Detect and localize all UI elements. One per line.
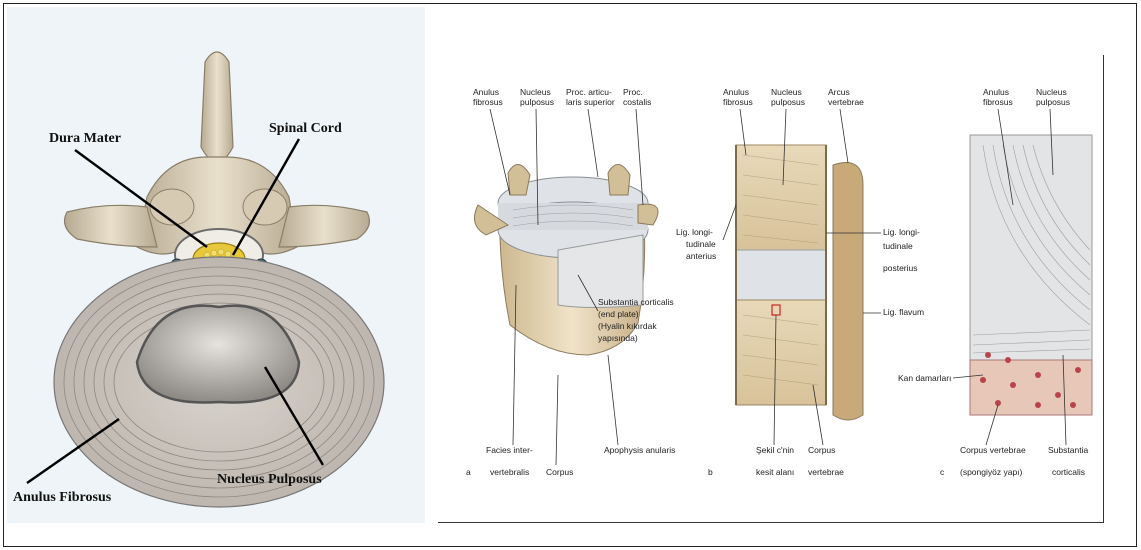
b-label-nucleus-2: pulposus	[771, 97, 805, 107]
a-label-facies-2: vertebralis	[490, 467, 529, 477]
b-label-lig-ant-3: anterius	[686, 251, 716, 261]
b-label-lig-flavum: Lig. flavum	[883, 307, 924, 317]
a-label-nucleus-2: pulposus	[520, 97, 554, 107]
right-articular-process	[243, 189, 287, 225]
a-label-substantia-4: yapısında)	[598, 333, 638, 343]
a-label-facies-1: Facies inter-	[486, 445, 533, 455]
spinous-process	[201, 52, 233, 162]
a-label-anulus-1: Anulus	[473, 87, 499, 97]
c-label-anulus-1: Anulus	[983, 87, 1009, 97]
panel-c-letter: c	[940, 467, 945, 477]
vertebra-transverse-svg: Dura Mater Spinal Cord Nucleus Pulposus …	[7, 7, 425, 523]
c-label-corpus-1: Corpus vertebrae	[960, 445, 1026, 455]
b-label-lig-post-1: Lig. longi-	[883, 227, 920, 237]
right-transverse-process	[279, 205, 369, 247]
left-transverse-process	[65, 205, 157, 247]
c-label-nucleus-1: Nucleus	[1036, 87, 1067, 97]
a-label-corpus: Corpus	[546, 467, 573, 477]
label-anulus-fibrosus: Anulus Fibrosus	[13, 490, 112, 505]
b-label-sekil-2: kesit alanı	[756, 467, 794, 477]
b-label-lig-ant-2: tudinale	[686, 239, 716, 249]
b-label-nucleus-1: Nucleus	[771, 87, 802, 97]
c-label-kan: Kan damarları	[898, 373, 951, 383]
left-articular-process	[150, 189, 194, 225]
panel-b-drawing	[736, 145, 863, 420]
b-label-anulus-1: Anulus	[723, 87, 749, 97]
disc-anatomy-svg: Anulus fibrosus Nucleus pulposus Proc. a…	[438, 55, 1104, 523]
a-label-anulus-2: fibrosus	[473, 97, 503, 107]
a-label-apophysis: Apophysis anularis	[604, 445, 675, 455]
vertebra-transverse-illustration: Dura Mater Spinal Cord Nucleus Pulposus …	[7, 7, 425, 523]
a-label-proc-articularis-2: laris superior	[566, 97, 615, 107]
b-label-anulus-2: fibrosus	[723, 97, 753, 107]
a-label-substantia-2: (end plate)	[598, 309, 639, 319]
c-label-nucleus-2: pulposus	[1036, 97, 1070, 107]
b-label-sekil-1: Şekil c'nin	[756, 445, 794, 455]
label-dura-mater: Dura Mater	[49, 131, 121, 146]
label-spinal-cord: Spinal Cord	[269, 121, 342, 136]
a-label-substantia-1: Substantia corticalis	[598, 297, 674, 307]
b-label-lig-ant-1: Lig. longi-	[676, 227, 713, 237]
b-label-lig-post-2: tudinale	[883, 241, 913, 251]
panel-c-drawing	[970, 135, 1092, 415]
a-label-proc-costalis-2: costalis	[623, 97, 651, 107]
b-label-arcus-2: vertebrae	[828, 97, 864, 107]
a-label-nucleus-1: Nucleus	[520, 87, 551, 97]
a-label-proc-costalis-1: Proc.	[623, 87, 643, 97]
label-nucleus-pulposus: Nucleus Pulposus	[217, 472, 322, 487]
c-label-substantia-1: Substantia	[1048, 445, 1088, 455]
b-label-corpus-1: Corpus	[808, 445, 835, 455]
a-label-proc-articularis-1: Proc. articu-	[566, 87, 612, 97]
c-label-anulus-2: fibrosus	[983, 97, 1013, 107]
panel-b-letter: b	[708, 467, 713, 477]
b-label-corpus-2: vertebrae	[808, 467, 844, 477]
panel-a-letter: a	[466, 467, 471, 477]
c-label-corpus-2: (spongiyöz yapı)	[960, 467, 1023, 477]
a-label-substantia-3: (Hyalin kıkırdak	[598, 321, 657, 331]
c-label-substantia-2: corticalis	[1052, 467, 1085, 477]
nucleus-pulposus-shape	[137, 306, 299, 403]
b-label-lig-post-3: posterius	[883, 263, 918, 273]
b-label-arcus-1: Arcus	[828, 87, 850, 97]
disc-anatomy-figure: Anulus fibrosus Nucleus pulposus Proc. a…	[438, 55, 1104, 523]
